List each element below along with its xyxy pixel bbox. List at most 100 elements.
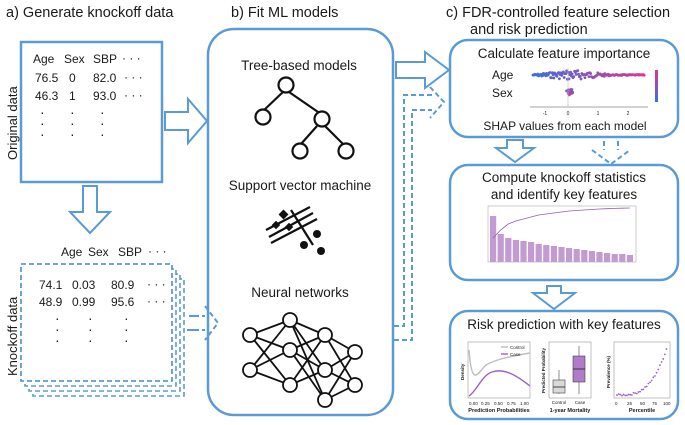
svm-icon bbox=[265, 206, 325, 255]
shap-tick: 0 bbox=[567, 111, 570, 117]
shap-age-point bbox=[555, 74, 559, 78]
knockoff-statistics-box bbox=[448, 163, 680, 282]
shap-sex-point bbox=[569, 88, 573, 91]
orig-ellipsis-col-age: · · · bbox=[40, 104, 45, 142]
orig-cell-r2-more: · · · bbox=[124, 88, 143, 102]
pareto-bar bbox=[535, 244, 542, 262]
orig-ellipsis: · bbox=[100, 115, 105, 131]
density-frame bbox=[467, 341, 531, 399]
orig-ellipsis: · bbox=[40, 104, 45, 120]
dashed-arrow-knockoff-to-models bbox=[204, 305, 220, 341]
panel-a-heading: a) Generate knockoff data bbox=[6, 5, 174, 21]
prevalence-point bbox=[663, 353, 666, 356]
prevalence-point bbox=[659, 364, 661, 367]
prevalence-point bbox=[657, 368, 660, 371]
risk-prediction-box bbox=[448, 309, 680, 421]
orig-ellipsis-col-sex: · · · bbox=[70, 104, 75, 142]
orig-header-age: Age bbox=[33, 52, 55, 66]
orig-cell-r2-sbp: 93.0 bbox=[93, 89, 117, 103]
pareto-cumulative-line bbox=[492, 207, 630, 239]
risk-prediction-title: Risk prediction with key features bbox=[467, 317, 661, 332]
knock-cell-r2-sex: 0.99 bbox=[72, 295, 96, 309]
knock-ellipsis: · bbox=[55, 310, 60, 326]
shap-feature-sex: Sex bbox=[492, 86, 513, 100]
panel-c-heading-line2: and risk prediction bbox=[470, 22, 588, 38]
dashed-arrow-importance-to-statistics bbox=[591, 141, 631, 166]
shap-age-point bbox=[579, 77, 583, 81]
orig-cell-r1-sex: 0 bbox=[69, 71, 76, 85]
model-tree-label: Tree-based models bbox=[241, 58, 357, 73]
orig-cell-r1-sbp: 82.0 bbox=[93, 71, 117, 85]
prevalence-point bbox=[649, 381, 651, 384]
orig-cell-r1-age: 76.5 bbox=[35, 71, 59, 85]
knock-header-sex: Sex bbox=[88, 245, 109, 259]
shap-caption: SHAP values from each model bbox=[483, 119, 646, 133]
tree-icon bbox=[254, 76, 355, 160]
model-nn-label: Neural networks bbox=[251, 285, 349, 300]
prevalence-point bbox=[640, 388, 643, 391]
prevalence-chart: Prevalence (%) 0 25 50 75 100 Percentile bbox=[606, 341, 671, 414]
orig-header-sex: Sex bbox=[64, 52, 85, 66]
prevalence-point bbox=[635, 392, 638, 395]
pareto-bar bbox=[573, 249, 580, 262]
prevalence-point bbox=[660, 361, 663, 363]
knockoff-statistics-title-line2: and identify key features bbox=[491, 187, 638, 202]
prevalence-point bbox=[662, 358, 665, 360]
prevalence-point bbox=[617, 393, 620, 395]
knock-cell-r2-age: 48.9 bbox=[39, 295, 63, 309]
knock-ellipsis: · bbox=[88, 332, 93, 348]
knock-header-sbp: SBP bbox=[118, 245, 142, 259]
prevalence-point bbox=[639, 390, 641, 393]
shap-tick: -1 bbox=[543, 111, 548, 117]
shap-age-point bbox=[577, 72, 580, 76]
boxplot-category-case: Case bbox=[575, 400, 586, 405]
prevalence-ylabel: Prevalence (%) bbox=[606, 355, 611, 388]
knockoff-data-label: Knockoff data bbox=[5, 296, 20, 376]
shap-age-point bbox=[562, 76, 566, 79]
prevalence-point bbox=[630, 394, 633, 396]
density-case-curve bbox=[468, 370, 531, 397]
knock-ellipsis-col-sbp: · · · bbox=[124, 310, 129, 348]
prevalence-point bbox=[665, 348, 668, 350]
knock-ellipsis-col-age: · · · bbox=[55, 310, 60, 348]
prevalence-point bbox=[626, 394, 628, 397]
orig-ellipsis: · bbox=[70, 104, 75, 120]
down-arrow-original-to-knockoff bbox=[67, 185, 113, 235]
pareto-bar bbox=[596, 252, 603, 262]
prevalence-point bbox=[637, 391, 640, 393]
knock-cell-r2-more: · · · bbox=[147, 294, 166, 308]
shap-sex-point bbox=[565, 89, 568, 93]
prevalence-points bbox=[616, 348, 668, 397]
prevalence-tick: 100 bbox=[663, 401, 671, 406]
shap-beeswarm-plot bbox=[531, 69, 646, 97]
shap-age-point bbox=[642, 73, 646, 77]
pareto-bar bbox=[626, 255, 633, 262]
knock-ellipsis: · bbox=[124, 310, 129, 326]
prevalence-point bbox=[632, 391, 635, 394]
shap-age-point bbox=[552, 76, 556, 80]
shap-age-point bbox=[589, 72, 592, 75]
control-box bbox=[552, 379, 566, 394]
prevalence-point bbox=[652, 376, 655, 379]
orig-ellipsis: · bbox=[100, 126, 105, 142]
orig-cell-r2-age: 46.3 bbox=[35, 89, 59, 103]
legend-case: Case bbox=[510, 352, 521, 357]
pareto-bar bbox=[497, 234, 504, 262]
original-data-label: Original data bbox=[5, 86, 20, 160]
shap-sex-point bbox=[567, 90, 571, 93]
prevalence-point bbox=[654, 375, 656, 377]
arrow-original-to-models bbox=[164, 96, 209, 146]
density-tick: 1.00 bbox=[520, 401, 529, 406]
original-data-box bbox=[19, 40, 164, 184]
prevalence-point bbox=[655, 371, 658, 374]
pareto-bar bbox=[490, 216, 497, 262]
knock-cell-r1-age: 74.1 bbox=[39, 278, 63, 292]
pareto-bar bbox=[512, 240, 519, 262]
dashed-arrow-knockoff-shaft bbox=[187, 315, 205, 331]
shap-age-point bbox=[557, 71, 560, 74]
density-tick: 0.75 bbox=[507, 401, 516, 406]
knockoff-pareto-chart bbox=[487, 205, 637, 263]
knock-cell-r1-sex: 0.03 bbox=[72, 278, 96, 292]
orig-ellipsis-col-sbp: · · · bbox=[100, 104, 105, 142]
shap-age-point bbox=[550, 76, 553, 80]
